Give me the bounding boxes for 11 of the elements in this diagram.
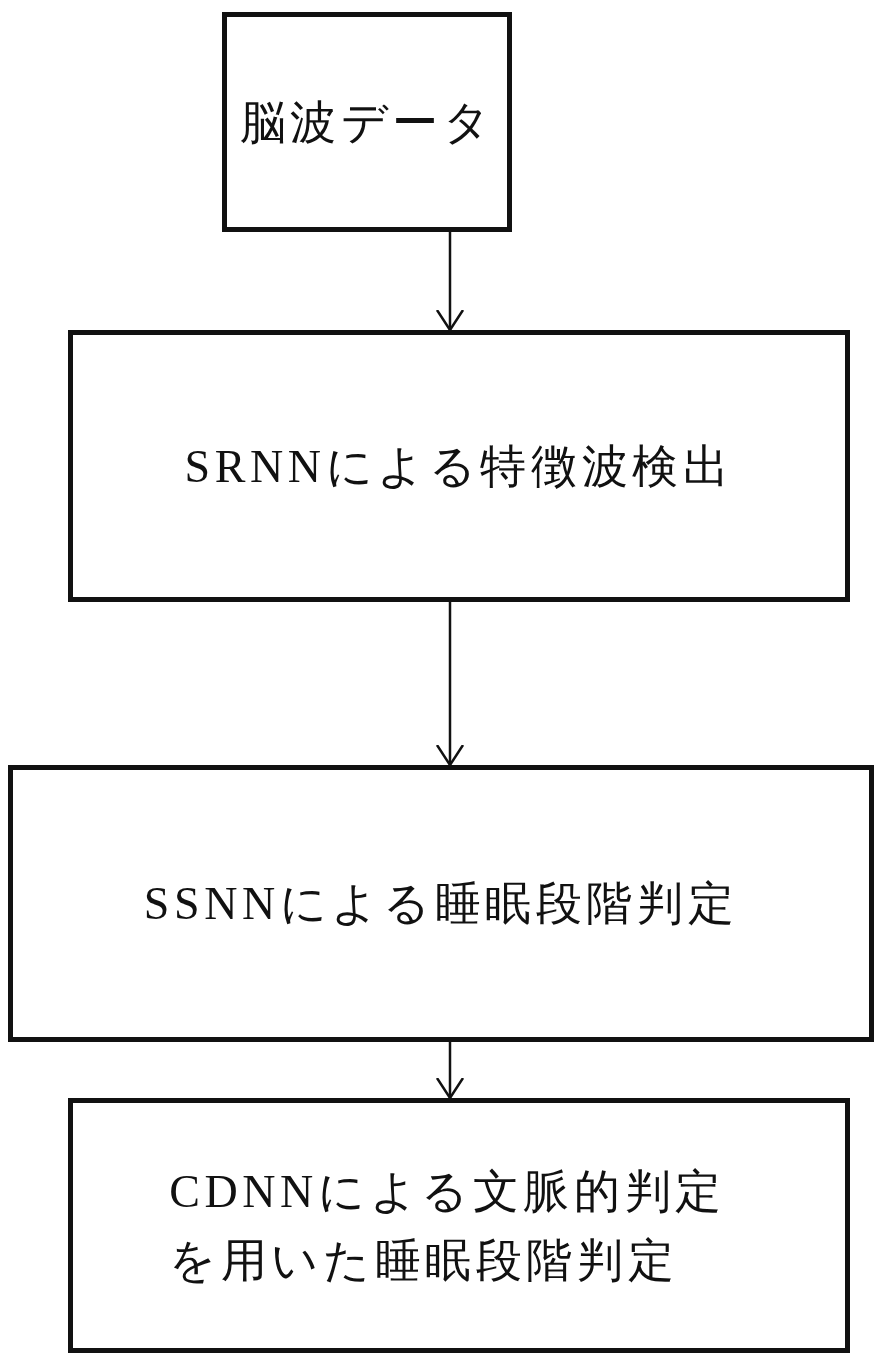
arrow — [435, 1042, 465, 1100]
process-box — [222, 12, 512, 232]
process-box — [8, 765, 874, 1042]
arrow — [435, 232, 465, 332]
box-label: 脳波データ — [239, 95, 495, 150]
box-label: SSNNによる睡眠段階判定 — [143, 877, 739, 931]
process-box — [68, 1098, 850, 1353]
box-label: SRNNによる特徴波検出 — [184, 439, 734, 494]
arrow — [435, 602, 465, 767]
process-box — [68, 330, 850, 602]
box-label: CDNNによる文脈的判定を用いた睡眠段階判定 — [169, 1164, 727, 1288]
